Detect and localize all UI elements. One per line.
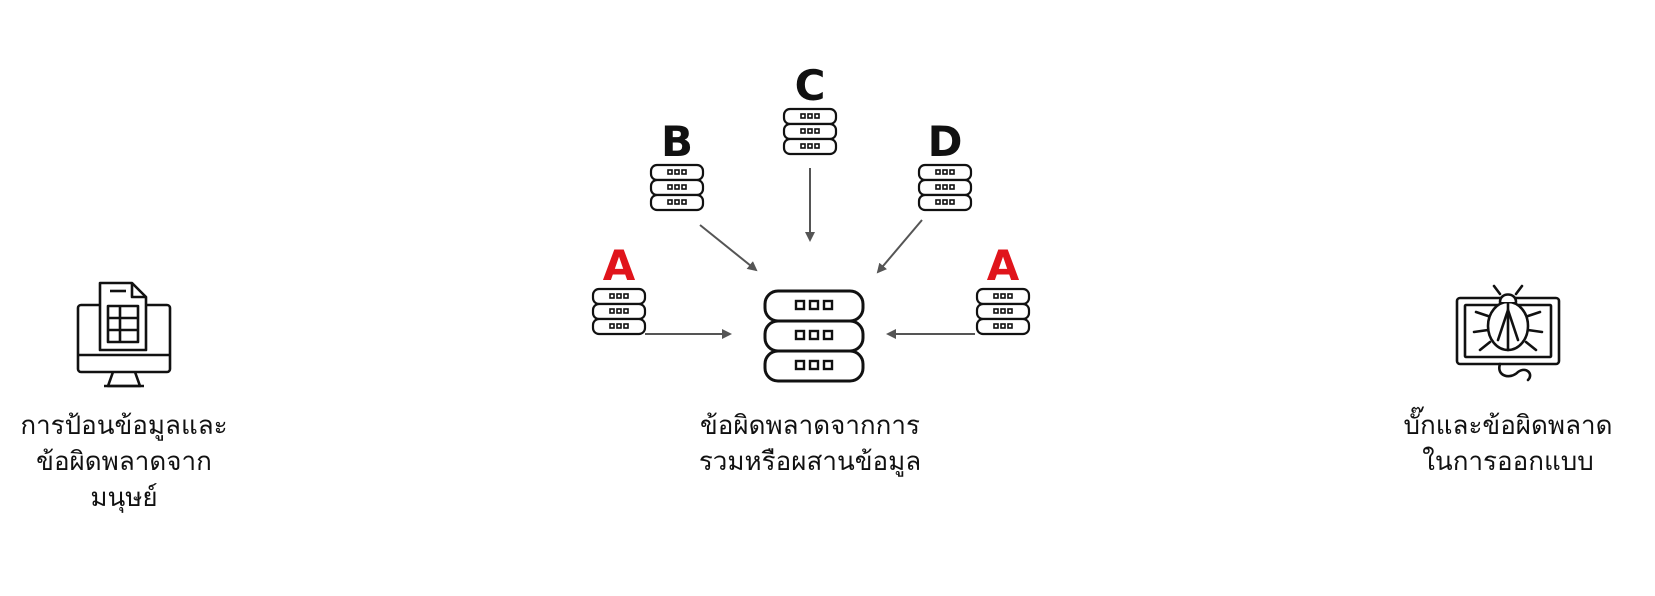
source-database-b-1: B [649,117,705,212]
left-caption: การป้อนข้อมูลและ ข้อผิดพลาดจาก มนุษย์ [0,408,248,516]
arrow-from-d [876,219,923,274]
monitor-spreadsheet-icon [76,281,172,388]
right-caption: บั๊กและข้อผิดพลาด ในการออกแบบ [1370,408,1646,480]
source-label: D [928,117,963,166]
source-database-d-3: D [917,117,973,212]
source-databases: A B C D A [591,61,1031,336]
center-caption-line: ข้อผิดพลาดจากการ [700,411,920,441]
source-label: C [795,61,826,110]
monitor-bug-icon [1455,284,1561,382]
source-database-c-2: C [782,61,838,156]
right-caption-line: ในการออกแบบ [1422,447,1594,477]
source-label: B [661,117,693,166]
right-caption-line: บั๊กและข้อผิดพลาด [1403,411,1613,441]
left-caption-line: ข้อผิดพลาดจาก [36,447,212,477]
center-caption-line: รวมหรือผสานข้อมูล [698,447,922,477]
arrow-from-b [699,224,758,272]
source-database-a-4: A [975,241,1031,336]
center-caption: ข้อผิดพลาดจากการ รวมหรือผสานข้อมูล [640,408,980,480]
left-caption-line: มนุษย์ [90,483,158,513]
left-caption-line: การป้อนข้อมูลและ [20,411,228,441]
main-database-icon [763,289,865,383]
source-label: A [987,241,1020,290]
merge-arrows [645,168,975,339]
source-database-a-0: A [591,241,647,336]
source-label: A [603,241,636,290]
